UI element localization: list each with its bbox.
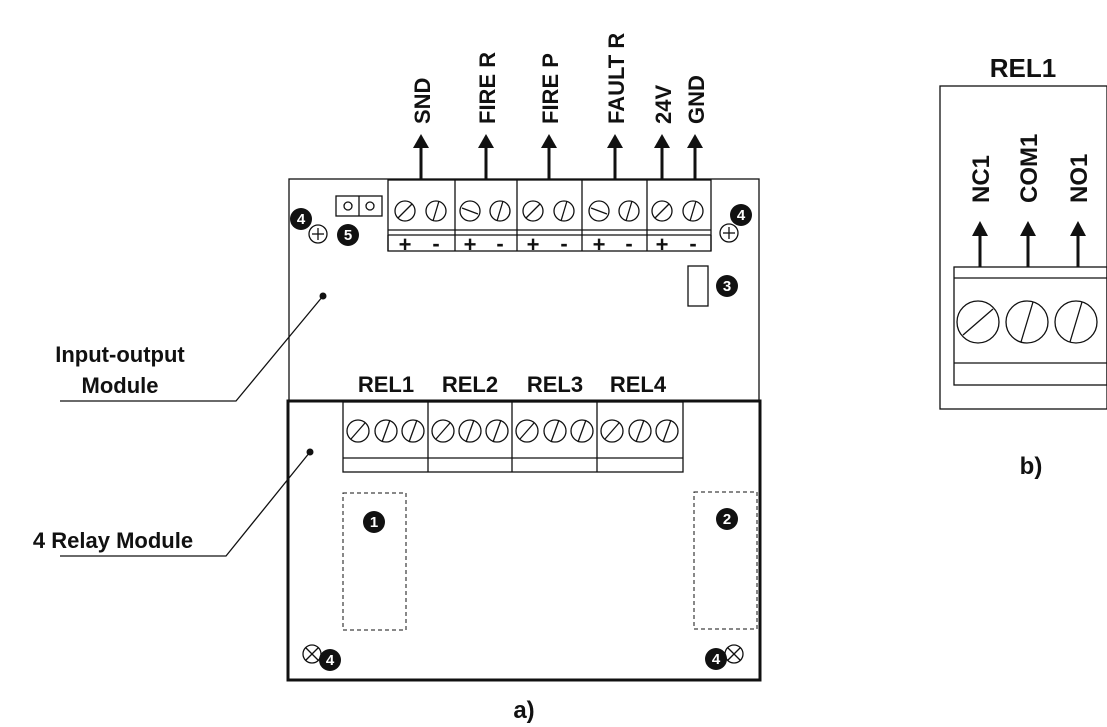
relay-module-board bbox=[286, 399, 762, 682]
svg-text:1: 1 bbox=[370, 514, 378, 531]
terminal-label-fire-r: FIRE R bbox=[475, 52, 500, 124]
relay-label-rel1: REL1 bbox=[358, 372, 414, 397]
badge-2: 2 bbox=[716, 508, 738, 530]
jumper bbox=[335, 195, 383, 217]
polarity-plus-4: + bbox=[593, 232, 606, 257]
polarity-marks: + - + - + - + - + - bbox=[399, 231, 697, 257]
callout-relay-module: 4 Relay Module bbox=[33, 528, 193, 553]
polarity-plus-3: + bbox=[527, 232, 540, 257]
svg-text:4: 4 bbox=[326, 652, 335, 669]
caption-b: b) bbox=[1020, 453, 1043, 480]
callout-input-output-line1: Input-output bbox=[55, 342, 185, 367]
polarity-minus-4: - bbox=[625, 231, 632, 256]
caption-a: a) bbox=[513, 697, 534, 724]
svg-text:3: 3 bbox=[723, 278, 731, 295]
relay-terminal-block bbox=[342, 401, 684, 473]
detail-arrows bbox=[972, 221, 1086, 267]
relay-label-rel4: REL4 bbox=[610, 372, 667, 397]
polarity-plus-1: + bbox=[399, 232, 412, 257]
svg-text:5: 5 bbox=[344, 227, 352, 244]
polarity-minus-5: - bbox=[689, 231, 696, 256]
detail-title: REL1 bbox=[990, 53, 1056, 83]
detail-terminal-block bbox=[953, 266, 1107, 386]
terminal-label-fire-p: FIRE P bbox=[538, 53, 563, 124]
relay-labels: REL1 REL2 REL3 REL4 bbox=[358, 372, 667, 397]
relay-terminal-screws bbox=[346, 419, 679, 443]
mounting-screw-bottom-left bbox=[302, 644, 322, 664]
connector-3 bbox=[687, 265, 709, 307]
terminal-label-snd: SND bbox=[410, 78, 435, 124]
io-terminal-labels: SND FIRE R FIRE P FAULT R 24V GND bbox=[410, 33, 709, 124]
badge-5: 5 bbox=[337, 224, 359, 246]
mounting-screws bbox=[302, 223, 744, 664]
polarity-minus-2: - bbox=[496, 231, 503, 256]
terminal-label-fault-r: FAULT R bbox=[604, 33, 629, 124]
mounting-screw-top-left bbox=[308, 224, 328, 244]
svg-text:4: 4 bbox=[712, 651, 721, 668]
relay-outline-1 bbox=[342, 492, 407, 631]
relay-label-rel2: REL2 bbox=[442, 372, 498, 397]
svg-text:4: 4 bbox=[737, 207, 746, 224]
detail-label-no1: NO1 bbox=[1066, 154, 1093, 203]
badge-4-bottom-left: 4 bbox=[319, 649, 341, 671]
badge-1: 1 bbox=[363, 511, 385, 533]
relay-outline-2 bbox=[693, 491, 758, 630]
polarity-minus-1: - bbox=[432, 231, 439, 256]
badge-4-top-right: 4 bbox=[730, 204, 752, 226]
svg-text:4: 4 bbox=[297, 211, 306, 228]
polarity-minus-3: - bbox=[560, 231, 567, 256]
badge-3: 3 bbox=[716, 275, 738, 297]
detail-label-nc1: NC1 bbox=[968, 155, 995, 203]
svg-text:2: 2 bbox=[723, 511, 731, 528]
terminal-label-gnd: GND bbox=[684, 75, 709, 124]
callout-input-output-line2: Module bbox=[82, 373, 159, 398]
badge-4-top-left: 4 bbox=[290, 208, 312, 230]
detail-terminal-labels: NC1 COM1 NO1 bbox=[968, 134, 1093, 203]
mounting-screw-top-right bbox=[719, 223, 739, 243]
terminal-label-24v: 24V bbox=[651, 85, 676, 124]
relay-module bbox=[286, 399, 762, 682]
detail-label-com1: COM1 bbox=[1016, 134, 1043, 203]
io-terminal-arrows bbox=[413, 134, 703, 180]
relay-label-rel3: REL3 bbox=[527, 372, 583, 397]
callout-leaders bbox=[60, 292, 327, 557]
mounting-screw-bottom-right bbox=[724, 644, 744, 664]
polarity-plus-5: + bbox=[656, 232, 669, 257]
io-terminal-screws bbox=[394, 200, 704, 222]
detail-board bbox=[939, 85, 1107, 410]
badge-4-bottom-right: 4 bbox=[705, 648, 727, 670]
polarity-plus-2: + bbox=[464, 232, 477, 257]
